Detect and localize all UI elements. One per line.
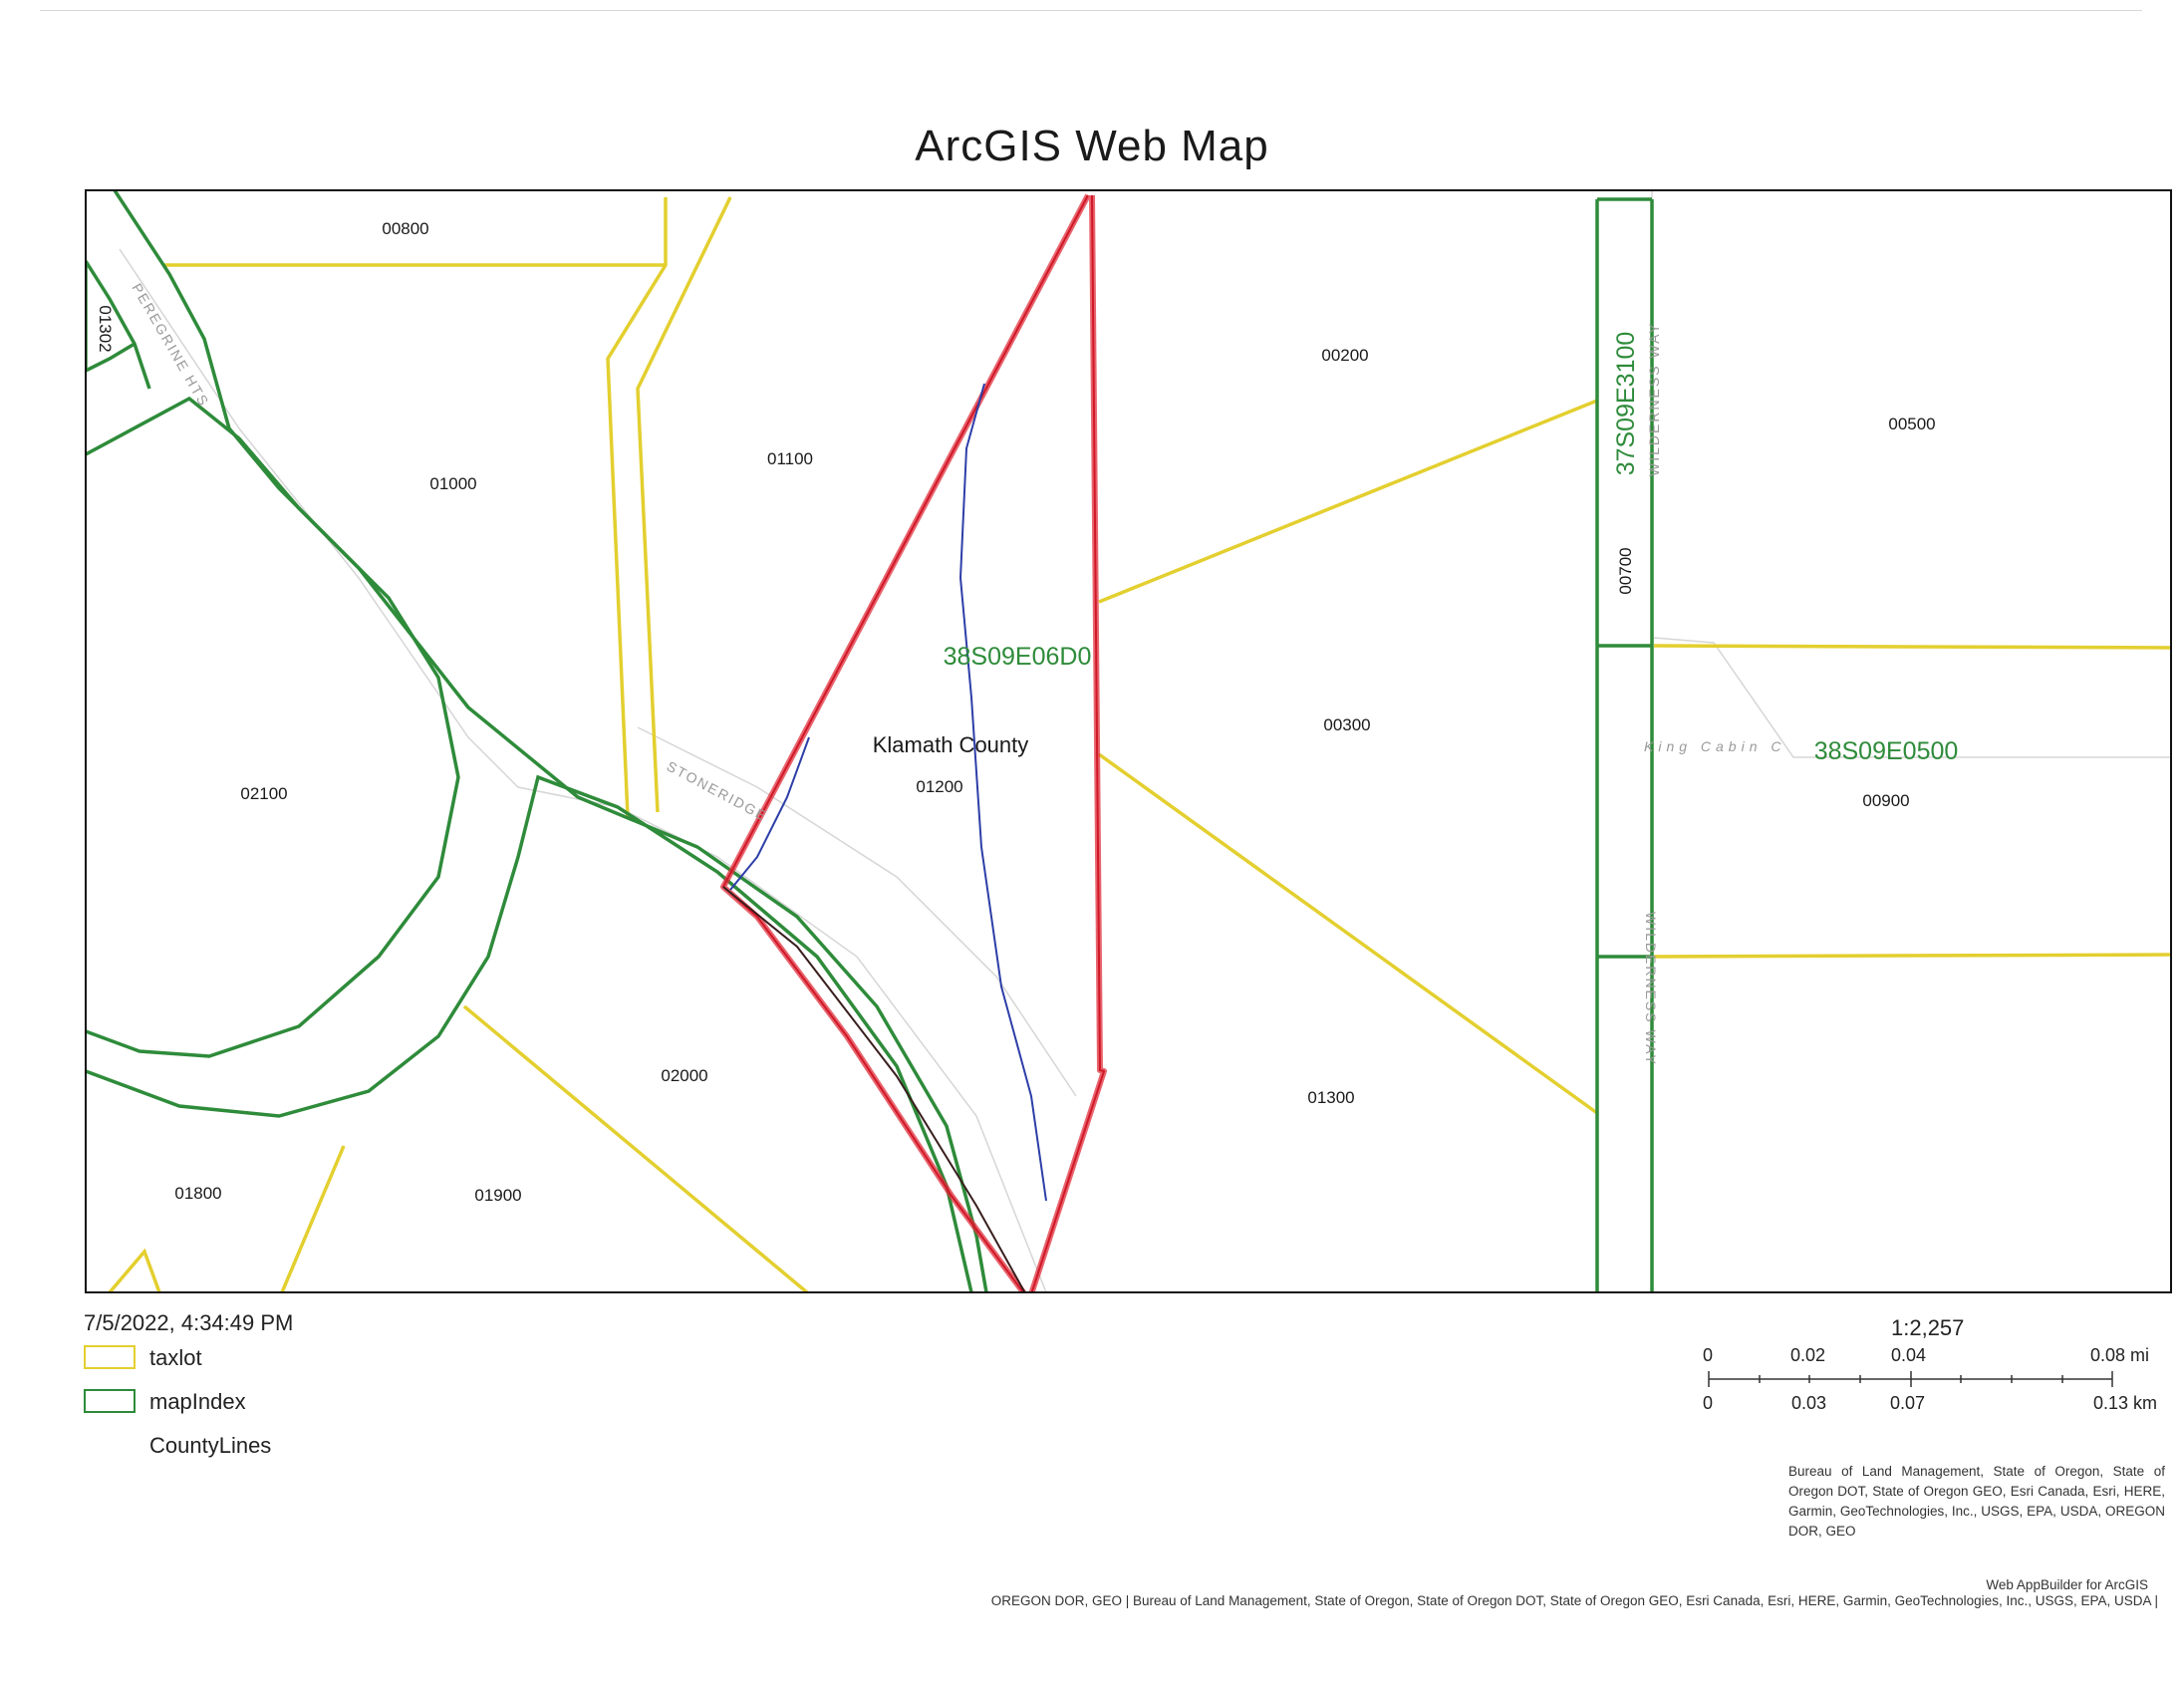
dark-edge-line (722, 886, 1026, 1292)
map-frame (85, 189, 2172, 1293)
map-title: ArcGIS Web Map (915, 122, 1269, 170)
print-timestamp: 7/5/2022, 4:34:49 PM (84, 1310, 294, 1335)
scale-tick-top: 0 (1703, 1345, 1714, 1365)
parcel-label: 01900 (474, 1186, 521, 1205)
road-label: WILDERNESS WAY (1643, 912, 1659, 1066)
map-index-lines (86, 190, 1654, 1292)
legend-label: CountyLines (149, 1433, 272, 1458)
scale-tick-bottom: 0.13 km (2093, 1393, 2158, 1413)
blue-pen-line-2 (729, 736, 810, 891)
parcel-label: 00500 (1888, 415, 1935, 433)
parcel-label: 01800 (174, 1184, 221, 1203)
attribution-block: Bureau of Land Management, State of Oreg… (1788, 1464, 2165, 1539)
legend-swatch-mapindex (84, 1389, 136, 1413)
parcel-labels: 00800 01302 01000 01100 00200 00500 0070… (96, 219, 1936, 1205)
parcel-label: 00800 (382, 219, 428, 238)
parcel-label: 01200 (916, 777, 962, 796)
scale-tick-top: 0.02 (1790, 1345, 1826, 1365)
scale-tick-bottom: 0.07 (1890, 1393, 1926, 1413)
road-label: WILDERNESS WAY (1646, 322, 1662, 476)
parcel-label: 01100 (767, 449, 813, 468)
parcel-label: 00900 (1862, 791, 1909, 810)
map-index-labels: 38S09E06D0 37S09E3100 38S09E0500 (944, 332, 1959, 765)
map-index-label: 38S09E0500 (1814, 737, 1959, 765)
parcel-label: 01300 (1307, 1088, 1354, 1107)
scale-tick-bottom: 0 (1703, 1393, 1714, 1413)
page-top-rule (40, 10, 2142, 11)
legend-label: taxlot (149, 1345, 202, 1370)
county-label: Klamath County (873, 732, 1029, 757)
road-labels: PEREGRINE HTS STONERIDGE WILDERNESS WAY … (129, 281, 1786, 1066)
road-label: PEREGRINE HTS (129, 281, 212, 411)
parcel-label: 01000 (429, 474, 476, 493)
scale-tick-top: 0.04 (1891, 1345, 1927, 1365)
parcel-label: 00300 (1323, 715, 1370, 734)
parcel-markup (720, 193, 1107, 1292)
scale-bar (1708, 1371, 2113, 1387)
legend-swatch-taxlot (84, 1345, 136, 1369)
parcel-label: 02000 (661, 1066, 707, 1085)
attribution-line: OREGON DOR, GEO | Bureau of Land Managem… (990, 1593, 2158, 1608)
scale-ratio: 1:2,257 (1891, 1315, 1965, 1340)
map-index-label: 38S09E06D0 (944, 643, 1092, 671)
parcel-label: 00200 (1321, 346, 1368, 365)
legend-label: mapIndex (149, 1389, 246, 1414)
taxlot-lines (108, 196, 2171, 1292)
road-label: King Cabin C (1644, 738, 1786, 754)
web-appbuilder-credit: Web AppBuilder for ArcGIS (1986, 1577, 2148, 1592)
scale-tick-bottom: 0.03 (1791, 1393, 1827, 1413)
scale-tick-top: 0.08 mi (2090, 1345, 2150, 1365)
parcel-label: 01302 (96, 305, 115, 352)
parcel-label: 00700 (1616, 547, 1635, 594)
blue-pen-line (958, 383, 1047, 1202)
parcel-label: 02100 (240, 784, 287, 803)
map-index-label: 37S09E3100 (1612, 332, 1640, 476)
